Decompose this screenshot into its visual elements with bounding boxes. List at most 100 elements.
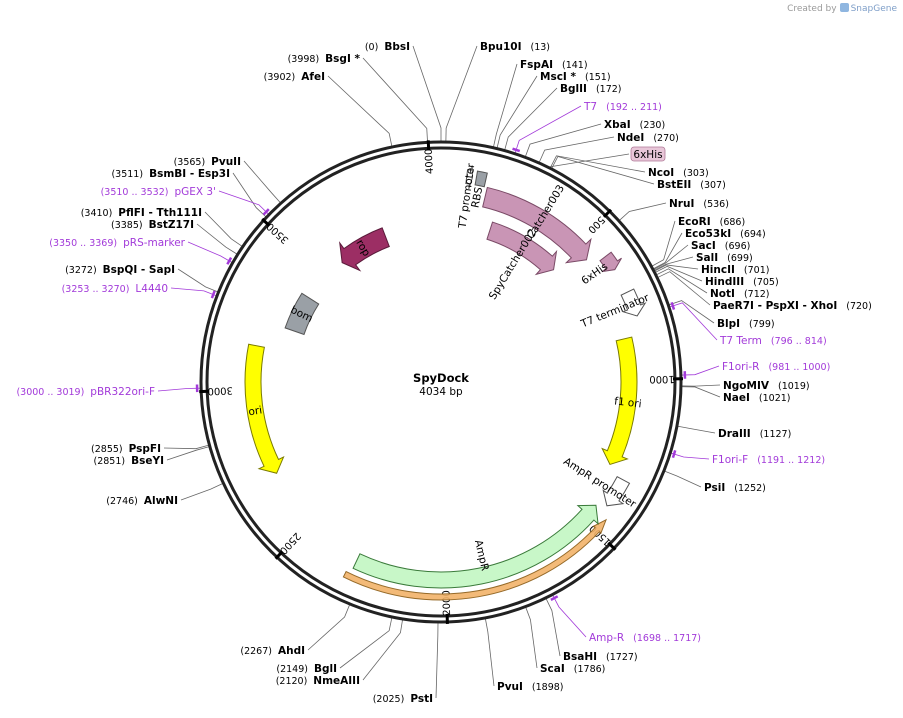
site-ncoi[interactable]: NcoI(303): [648, 167, 709, 179]
primer-t7-term[interactable]: T7 Term(796 .. 814): [719, 335, 827, 347]
feature-6xhis: [599, 251, 622, 273]
primer-leader-prs-marker: [187, 241, 232, 263]
site-paer7i-pspxi-xhoi[interactable]: PaeR7I - PspXI - XhoI(720): [713, 300, 872, 312]
site-name: SacI: [691, 240, 716, 252]
feature-spycatcher002: [486, 221, 558, 276]
primer-l4440[interactable]: L4440(3253 .. 3270): [62, 283, 168, 295]
site-ngomiv[interactable]: NgoMIV(1019): [723, 380, 810, 392]
primer-name: L4440: [135, 283, 168, 295]
primer-position: (3350 .. 3369): [49, 238, 117, 249]
site-alwni[interactable]: AlwNI(2746): [106, 495, 178, 507]
site-eco53ki[interactable]: Eco53kI(694): [685, 228, 766, 240]
primer-f1ori-r[interactable]: F1ori-R(981 .. 1000): [722, 361, 830, 373]
site-position: (307): [700, 180, 726, 191]
site-leader-nmeaiii: [362, 619, 403, 681]
site-position: (2120): [276, 676, 308, 687]
site-blpi[interactable]: BlpI(799): [717, 318, 775, 330]
site-bstz17i[interactable]: BstZ17I(3385): [111, 219, 194, 231]
tick-mark-500: [602, 208, 613, 218]
site-labels: BbsI(0) BsgI *(3998) AfeI(3902) Bpu10I(13) F…: [16, 41, 871, 705]
primer-prs-marker[interactable]: pRS-marker(3350 .. 3369): [49, 237, 185, 249]
primer-t7[interactable]: T7(192 .. 211): [583, 101, 662, 113]
site-name: NaeI: [723, 392, 750, 404]
primer-leader-pgex-3: [218, 190, 269, 215]
site-position: (141): [562, 60, 588, 71]
site-position: (1727): [606, 652, 638, 663]
site-bgli[interactable]: BglI(2149): [276, 663, 337, 675]
site-msci[interactable]: MscI *(151): [540, 71, 611, 83]
site-leader-bseyi: [166, 446, 209, 461]
site-leader-pflfi-tth111i: [204, 211, 243, 247]
feature-ori: [244, 343, 285, 474]
site-bsahi[interactable]: BsaHI(1727): [563, 651, 638, 663]
site-bspqi-sapi[interactable]: BspQI - SapI(3272): [65, 264, 175, 276]
site-bsgi[interactable]: BsgI *(3998): [288, 53, 361, 65]
site-pvui[interactable]: PvuI(1898): [497, 681, 564, 693]
primer-mark-l4440: [210, 290, 216, 299]
site-name: MscI *: [540, 71, 576, 83]
site-leader-psti: [435, 622, 439, 699]
site-psii[interactable]: PsiI(1252): [704, 482, 766, 494]
site-scai[interactable]: ScaI(1786): [540, 663, 605, 675]
site-fspai[interactable]: FspAI (141): [520, 59, 588, 71]
site-position: (3385): [111, 220, 143, 231]
site-position: (699): [727, 253, 753, 264]
site-leader-bbsi: [412, 45, 442, 141]
site-name: PflFI - Tth111I: [118, 207, 202, 219]
site-draiii[interactable]: DraIII(1127): [718, 428, 791, 440]
site-sali[interactable]: SalI(699): [696, 252, 753, 264]
site-position: (705): [753, 277, 779, 288]
primer-mark-t7-term: [670, 301, 676, 310]
site-pflfi-tth111i[interactable]: PflFI - Tth111I(3410): [81, 207, 202, 219]
site-ndei[interactable]: NdeI(270): [617, 132, 679, 144]
site-bglii[interactable]: BglII(172): [560, 83, 621, 95]
primer-amp-r[interactable]: Amp-R(1698 .. 1717): [589, 632, 701, 644]
amp-r-primer-bar: [342, 518, 608, 601]
tick-mark-3500: [261, 217, 271, 227]
site-afei[interactable]: AfeI(3902): [264, 71, 325, 83]
tick-label-500: 500: [585, 214, 606, 235]
primer-f1ori-f[interactable]: F1ori-F(1191 .. 1212): [712, 454, 825, 466]
site-leader-bsmbi-esp3i: [232, 172, 266, 217]
primer-position: (796 .. 814): [771, 336, 827, 347]
site-leader-ndei: [539, 136, 615, 163]
site-leader-bspqi-sapi: [177, 268, 218, 293]
site-pspfi[interactable]: PspFI(2855): [91, 443, 161, 455]
primer-leader-t7-term: [669, 302, 718, 341]
site-leader-nrui: [619, 202, 667, 221]
site-bsteii[interactable]: BstEII(307): [657, 179, 726, 191]
site-bsmbi-esp3i[interactable]: BsmBI - Esp3I(3511): [111, 168, 230, 180]
site-pvuii[interactable]: PvuII(3565): [174, 156, 241, 168]
site-position: (3998): [288, 54, 320, 65]
site-noti[interactable]: NotI(712): [710, 288, 769, 300]
site-naei[interactable]: NaeI(1021): [723, 392, 791, 404]
site-psti[interactable]: PstI(2025): [373, 693, 433, 705]
site-nmeaiii[interactable]: NmeAIII(2120): [276, 675, 360, 687]
site-position: (2855): [91, 444, 123, 455]
site-xbai[interactable]: XbaI(230): [604, 119, 665, 131]
primer-pbr322ori-f[interactable]: pBR322ori-F(3000 .. 3019): [16, 386, 155, 398]
feature-t7-terminator: [620, 288, 647, 317]
site-ahdi[interactable]: AhdI(2267): [240, 645, 305, 657]
site-hincii[interactable]: HincII(701): [701, 264, 769, 276]
site-ecori[interactable]: EcoRI(686): [678, 216, 745, 228]
tick-label-1000: 1000: [649, 373, 675, 384]
feature-bom: [284, 292, 320, 336]
site-name: EcoRI: [678, 216, 711, 228]
site-name: PvuII: [211, 156, 241, 168]
tag-label-text: 6xHis: [633, 149, 662, 161]
site-bpu10i[interactable]: Bpu10I(13): [480, 41, 550, 53]
site-bbsi[interactable]: BbsI(0): [365, 41, 410, 53]
site-saci[interactable]: SacI(696): [691, 240, 750, 252]
tag-label-6xhis[interactable]: 6xHis: [630, 146, 666, 162]
site-leader-bglii: [504, 87, 558, 150]
site-nrui[interactable]: NruI(536): [669, 198, 729, 210]
site-position: (0): [365, 42, 378, 53]
primer-pgex-3[interactable]: pGEX 3'(3510 .. 3532): [101, 186, 216, 198]
site-leader-bsahi: [545, 598, 561, 657]
site-bseyi[interactable]: BseYI(2851): [94, 455, 164, 467]
site-hindiii[interactable]: HindIII(705): [705, 276, 779, 288]
site-name: FspAI: [520, 59, 553, 71]
primer-position: (3510 .. 3532): [101, 187, 169, 198]
